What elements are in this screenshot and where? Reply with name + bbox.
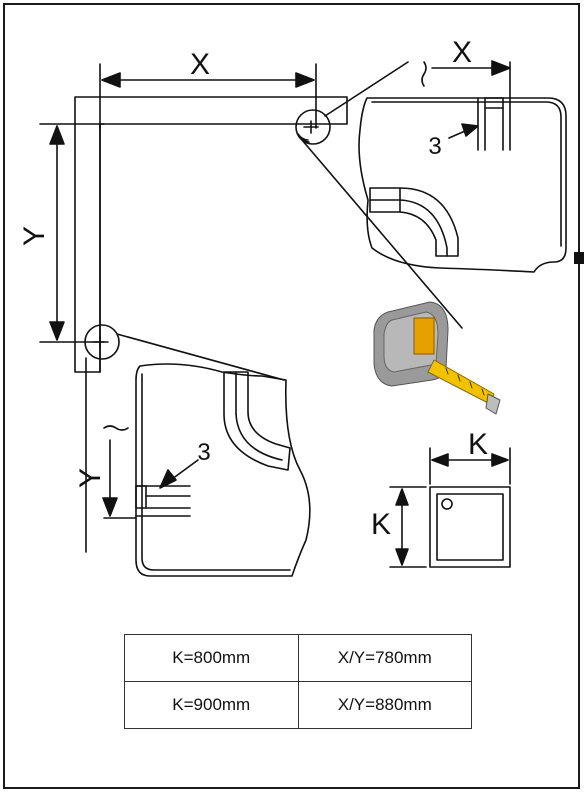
detail-circle-bottom — [84, 324, 285, 553]
part-3-label-top: 3 — [428, 133, 441, 160]
table-row: K=900mm X/Y=880mm — [124, 681, 472, 729]
y-detail-label: Y — [74, 468, 107, 488]
x-detail-label: X — [452, 36, 472, 69]
diagram-frame — [3, 3, 580, 789]
table-cell: K=900mm — [124, 681, 299, 729]
tray-detail-bottom — [102, 363, 311, 577]
k-dimension-vertical — [389, 486, 427, 568]
size-table: K=800mm X/Y=780mm K=900mm X/Y=880mm — [124, 634, 472, 729]
k-vertical-label: K — [371, 508, 391, 541]
y-dimension-label: Y — [18, 226, 51, 246]
part-3-label-bottom: 3 — [197, 439, 210, 466]
detail-circle-top — [295, 61, 463, 329]
table-cell: X/Y=880mm — [297, 681, 472, 729]
shower-tray-icon — [429, 486, 511, 568]
table-row: K=800mm X/Y=780mm — [124, 634, 472, 682]
tape-measure-icon — [373, 301, 501, 415]
corner-profile-plan — [74, 96, 348, 373]
x-dimension-label: X — [190, 48, 210, 81]
x-dimension-top — [99, 63, 317, 129]
table-cell: X/Y=780mm — [297, 634, 472, 682]
k-horizontal-label: K — [468, 428, 488, 461]
tray-detail-top — [358, 60, 584, 273]
k-dimension-horizontal — [429, 447, 511, 485]
table-cell: K=800mm — [124, 634, 299, 682]
